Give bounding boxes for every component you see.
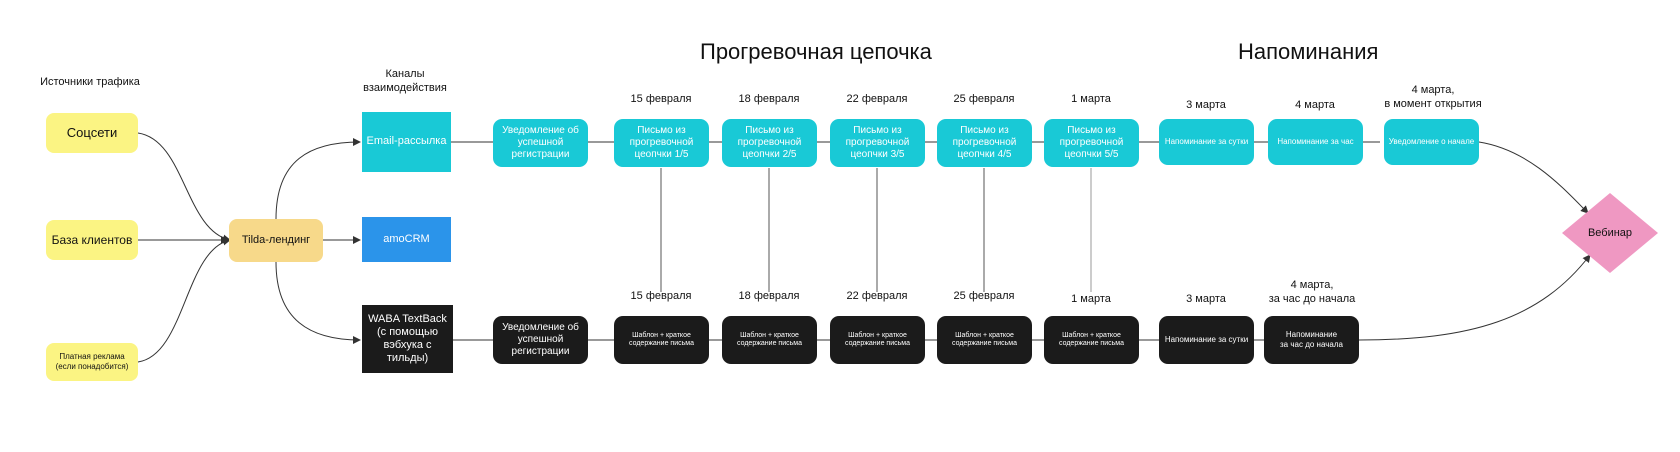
connector-social-landing	[137, 132, 231, 243]
waba-template-3: Шаблон + краткое содержание письма	[830, 316, 925, 364]
waba-reminder-day: Напоминание за сутки	[1159, 316, 1254, 364]
email-start-notice: Уведомление о начале	[1384, 119, 1479, 165]
email-reminder-3-date: 4 марта, в момент открытия	[1384, 84, 1482, 110]
waba-template-4-date: 25 февраля	[953, 290, 1015, 302]
waba-template-2-date: 18 февраля	[738, 290, 800, 302]
connector-ads-landing	[137, 237, 231, 363]
waba-reminder-hour: Напоминание за час до начала	[1264, 316, 1359, 364]
connector-landing-waba	[275, 261, 361, 344]
email-letter-5: Письмо из прогревочной цеопчки 5/5	[1044, 119, 1139, 167]
connector-landing-email	[275, 138, 361, 220]
email-success-note: Уведомление об успешной регистрации	[493, 119, 588, 167]
email-letter-1-date: 15 февраля	[630, 93, 692, 105]
waba-success-note: Уведомление об успешной регистрации	[493, 316, 588, 364]
email-reminder-1-date: 3 марта	[1186, 99, 1226, 111]
connector-top-webinar	[1478, 141, 1589, 214]
source-paid-ads: Платная реклама (если понадобится)	[46, 343, 138, 381]
email-letter-2-date: 18 февраля	[738, 93, 800, 105]
email-reminder-day: Напоминание за сутки	[1159, 119, 1254, 165]
waba-reminder-1-date: 3 марта	[1186, 293, 1226, 305]
email-letter-5-date: 1 марта	[1071, 93, 1111, 105]
source-client-base: База клиентов	[46, 220, 138, 260]
label-sources: Источники трафика	[40, 76, 140, 88]
email-letter-3: Письмо из прогревочной цеопчки 3/5	[830, 119, 925, 167]
tilda-landing: Tilda-лендинг	[229, 219, 323, 262]
email-letter-2: Письмо из прогревочной цеопчки 2/5	[722, 119, 817, 167]
email-letter-3-date: 22 февраля	[846, 93, 908, 105]
waba-template-5-date: 1 марта	[1071, 293, 1111, 305]
waba-reminder-2-date: 4 марта, за час до начала	[1268, 279, 1356, 305]
heading-warmup: Прогревочная цепочка	[700, 39, 932, 64]
channel-waba: WABA TextBack (с помощью вэбхука с тильд…	[362, 305, 453, 373]
email-reminder-2-date: 4 марта	[1295, 99, 1335, 111]
email-letter-4: Письмо из прогревочной цеопчки 4/5	[937, 119, 1032, 167]
waba-template-5: Шаблон + краткое содержание письма	[1044, 316, 1139, 364]
heading-reminders: Напоминания	[1238, 39, 1379, 64]
waba-template-2: Шаблон + краткое содержание письма	[722, 316, 817, 364]
waba-template-4: Шаблон + краткое содержание письма	[937, 316, 1032, 364]
email-letter-1: Письмо из прогревочной цеопчки 1/5	[614, 119, 709, 167]
email-reminder-hour: Напоминание за час	[1268, 119, 1363, 165]
channel-amocrm: amoCRM	[362, 217, 451, 262]
waba-template-1: Шаблон + краткое содержание письма	[614, 316, 709, 364]
waba-template-3-date: 22 февраля	[846, 290, 908, 302]
email-letter-4-date: 25 февраля	[953, 93, 1015, 105]
waba-template-1-date: 15 февраля	[630, 290, 692, 302]
label-channels: Каналы взаимодействия	[363, 68, 447, 94]
channel-email: Email-рассылка	[362, 112, 451, 172]
source-social: Соцсети	[46, 113, 138, 153]
connector-bottom-webinar	[1358, 254, 1591, 341]
